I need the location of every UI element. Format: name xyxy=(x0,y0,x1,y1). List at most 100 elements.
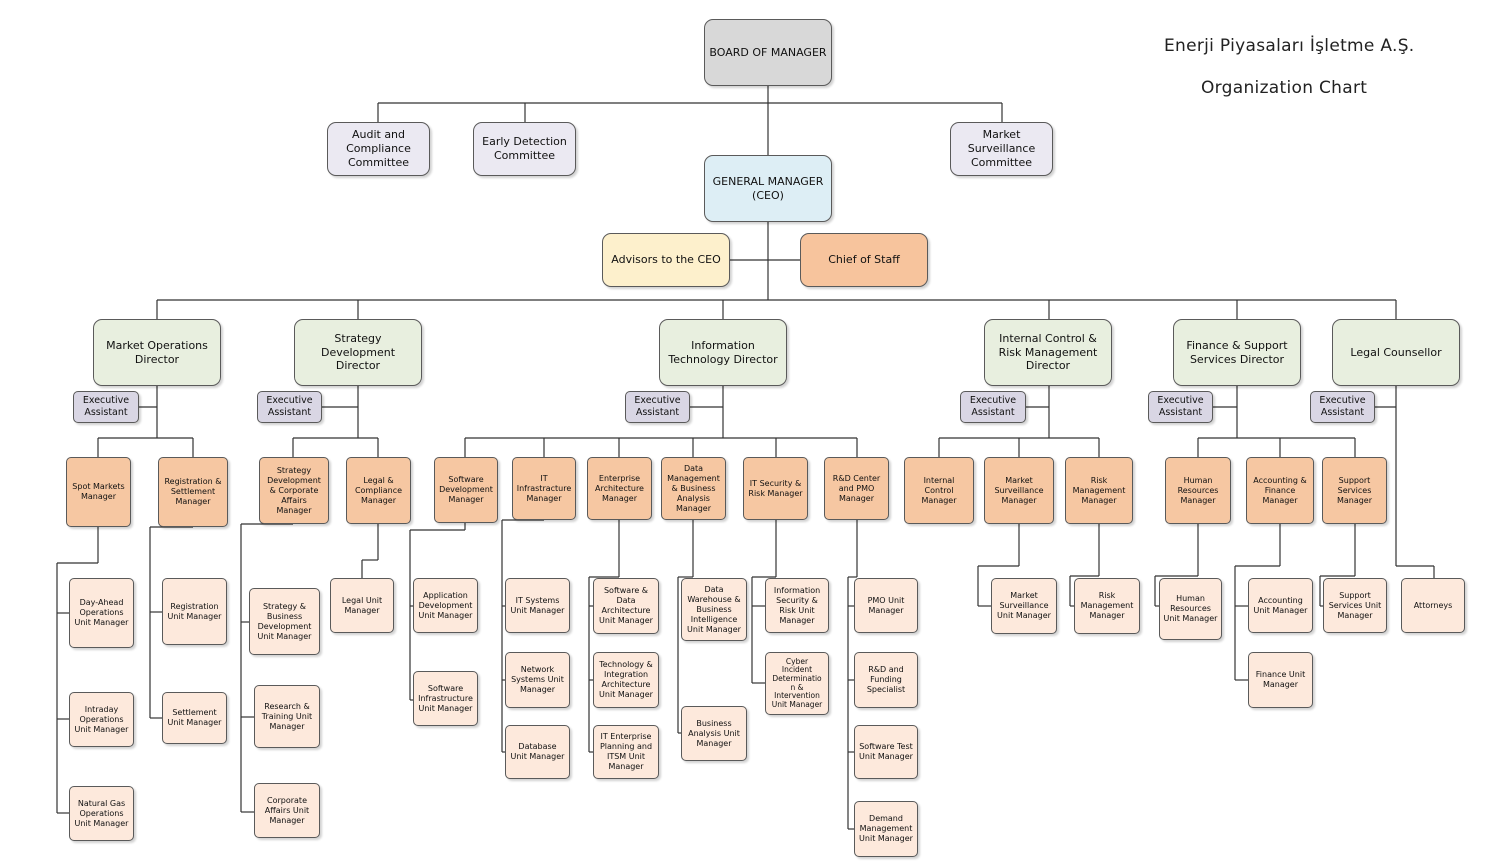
unit-technology-integration-label: Technology & Integration Architecture Un… xyxy=(599,660,653,699)
unit-day-ahead: Day-Ahead Operations Unit Manager xyxy=(69,578,134,648)
manager-spot-markets-label: Spot Markets Manager xyxy=(72,482,125,501)
unit-support-services-label: Support Services Unit Manager xyxy=(1328,590,1382,620)
unit-strategy-business-label: Strategy & Business Development Unit Man… xyxy=(257,601,312,641)
executive-assistant-strategy-label: Executive Assistant xyxy=(266,395,313,418)
market-surveillance-committee-box: Market Surveillance Committee xyxy=(950,122,1053,176)
unit-natural-gas-label: Natural Gas Operations Unit Manager xyxy=(74,798,129,828)
unit-intraday-label: Intraday Operations Unit Manager xyxy=(74,704,129,734)
unit-research-training: Research & Training Unit Manager xyxy=(254,685,320,748)
chief-of-staff-box: Chief of Staff xyxy=(800,233,928,287)
executive-assistant-finance-label: Executive Assistant xyxy=(1157,395,1204,418)
unit-attorneys: Attorneys xyxy=(1401,578,1465,633)
unit-risk-management-label: Risk Management Manager xyxy=(1080,591,1134,620)
unit-it-systems-label: IT Systems Unit Manager xyxy=(510,595,565,615)
unit-day-ahead-label: Day-Ahead Operations Unit Manager xyxy=(74,598,129,627)
unit-support-services: Support Services Unit Manager xyxy=(1323,578,1387,633)
unit-information-security-label: Information Security & Risk Unit Manager xyxy=(773,585,821,625)
manager-accounting-finance-label: Accounting & Finance Manager xyxy=(1253,475,1307,505)
manager-enterprise-architecture-label: Enterprise Architecture Manager xyxy=(595,473,644,503)
unit-registration: Registration Unit Manager xyxy=(162,578,227,645)
unit-attorneys-label: Attorneys xyxy=(1413,600,1453,610)
unit-corporate-affairs-label: Corporate Affairs Unit Manager xyxy=(264,795,310,825)
director-information-technology: Information Technology Director xyxy=(659,319,787,386)
manager-spot-markets: Spot Markets Manager xyxy=(66,457,131,527)
unit-network-systems-label: Network Systems Unit Manager xyxy=(511,665,564,694)
audit-committee-label: Audit and Compliance Committee xyxy=(346,128,411,169)
unit-finance: Finance Unit Manager xyxy=(1248,652,1313,708)
unit-data-warehouse-label: Data Warehouse & Business Intelligence U… xyxy=(687,584,741,634)
advisors-box: Advisors to the CEO xyxy=(602,233,730,287)
executive-assistant-it-label: Executive Assistant xyxy=(634,395,681,418)
director-finance-support: Finance & Support Services Director xyxy=(1173,319,1301,386)
manager-internal-control: Internal Control Manager xyxy=(904,457,974,524)
audit-committee-box: Audit and Compliance Committee xyxy=(327,122,430,176)
unit-software-data-architecture-label: Software & Data Architecture Unit Manage… xyxy=(599,586,653,625)
manager-rnd-pmo: R&D Center and PMO Manager xyxy=(824,457,889,520)
unit-demand-management: Demand Management Unit Manager xyxy=(854,801,918,857)
unit-registration-label: Registration Unit Manager xyxy=(167,601,222,621)
manager-data-management-label: Data Management & Business Analysis Mana… xyxy=(667,463,720,513)
manager-human-resources: Human Resources Manager xyxy=(1165,457,1231,524)
unit-database-label: Database Unit Manager xyxy=(510,742,565,761)
manager-support-services: Support Services Manager xyxy=(1322,457,1387,524)
unit-finance-label: Finance Unit Manager xyxy=(1255,670,1306,689)
unit-rnd-funding-label: R&D and Funding Specialist xyxy=(866,665,906,694)
unit-research-training-label: Research & Training Unit Manager xyxy=(261,701,313,731)
unit-cyber-incident: Cyber Incident Determinatio n & Interven… xyxy=(765,652,829,715)
unit-human-resources-label: Human Resources Unit Manager xyxy=(1163,594,1218,623)
unit-legal-label: Legal Unit Manager xyxy=(341,595,383,615)
unit-software-test-label: Software Test Unit Manager xyxy=(859,742,913,761)
executive-assistant-legal-label: Executive Assistant xyxy=(1319,395,1366,418)
unit-corporate-affairs: Corporate Affairs Unit Manager xyxy=(254,783,320,838)
director-information-technology-label: Information Technology Director xyxy=(668,338,778,366)
executive-assistant-legal: Executive Assistant xyxy=(1310,391,1375,423)
ceo-label: GENERAL MANAGER (CEO) xyxy=(712,174,824,202)
unit-software-infrastructure: Software Infrastructure Unit Manager xyxy=(413,671,478,726)
unit-it-enterprise-planning-label: IT Enterprise Planning and ITSM Unit Man… xyxy=(599,732,653,771)
manager-it-infrastructure-label: IT Infrastracture Manager xyxy=(516,473,572,503)
director-market-operations-label: Market Operations Director xyxy=(106,338,208,366)
unit-natural-gas: Natural Gas Operations Unit Manager xyxy=(69,786,134,841)
manager-it-infrastructure: IT Infrastracture Manager xyxy=(512,457,576,520)
executive-assistant-strategy: Executive Assistant xyxy=(257,391,322,423)
manager-risk-management-label: Risk Management Manager xyxy=(1072,475,1126,505)
unit-rnd-funding: R&D and Funding Specialist xyxy=(854,652,918,708)
unit-strategy-business: Strategy & Business Development Unit Man… xyxy=(249,588,320,655)
unit-information-security: Information Security & Risk Unit Manager xyxy=(765,578,829,633)
manager-strategy-corporate: Strategy Development & Corporate Affairs… xyxy=(259,457,329,524)
unit-human-resources: Human Resources Unit Manager xyxy=(1159,578,1222,640)
manager-support-services-label: Support Services Manager xyxy=(1336,475,1373,505)
company-title: Enerji Piyasaları İşletme A.Ş. xyxy=(1164,36,1415,56)
manager-legal-compliance-label: Legal & Compliance Manager xyxy=(354,475,403,505)
unit-legal: Legal Unit Manager xyxy=(330,578,394,633)
unit-business-analysis: Business Analysis Unit Manager xyxy=(681,706,747,761)
unit-demand-management-label: Demand Management Unit Manager xyxy=(859,814,913,843)
director-finance-support-label: Finance & Support Services Director xyxy=(1186,338,1288,366)
executive-assistant-internal: Executive Assistant xyxy=(960,391,1026,423)
early-detection-label: Early Detection Committee xyxy=(482,135,567,162)
unit-market-surveillance-label: Market Surveillance Unit Manager xyxy=(997,591,1051,620)
advisors-label: Advisors to the CEO xyxy=(611,253,721,267)
manager-market-surveillance: Market Surveillance Manager xyxy=(984,457,1054,524)
manager-market-surveillance-label: Market Surveillance Manager xyxy=(994,475,1044,505)
manager-registration-settlement-label: Registration & Settlement Manager xyxy=(164,477,222,506)
manager-enterprise-architecture: Enterprise Architecture Manager xyxy=(587,457,652,520)
manager-registration-settlement: Registration & Settlement Manager xyxy=(158,457,228,527)
market-surveillance-committee-label: Market Surveillance Committee xyxy=(967,128,1036,169)
director-market-operations: Market Operations Director xyxy=(93,319,221,386)
unit-pmo-label: PMO Unit Manager xyxy=(867,595,905,615)
unit-settlement: Settlement Unit Manager xyxy=(162,692,227,744)
unit-intraday: Intraday Operations Unit Manager xyxy=(69,692,134,747)
unit-application-development: Application Development Unit Manager xyxy=(413,578,478,633)
manager-software-development-label: Software Development Manager xyxy=(439,475,493,504)
chart-subtitle: Organization Chart xyxy=(1201,78,1368,98)
board-box: BOARD OF MANAGER xyxy=(704,19,832,86)
manager-accounting-finance: Accounting & Finance Manager xyxy=(1246,457,1314,524)
unit-database: Database Unit Manager xyxy=(505,725,570,779)
director-legal-counsellor: Legal Counsellor xyxy=(1332,319,1460,386)
manager-it-security: IT Security & Risk Manager xyxy=(743,457,808,520)
manager-software-development: Software Development Manager xyxy=(434,457,498,523)
ceo-box: GENERAL MANAGER (CEO) xyxy=(704,155,832,222)
unit-it-enterprise-planning: IT Enterprise Planning and ITSM Unit Man… xyxy=(593,725,659,779)
